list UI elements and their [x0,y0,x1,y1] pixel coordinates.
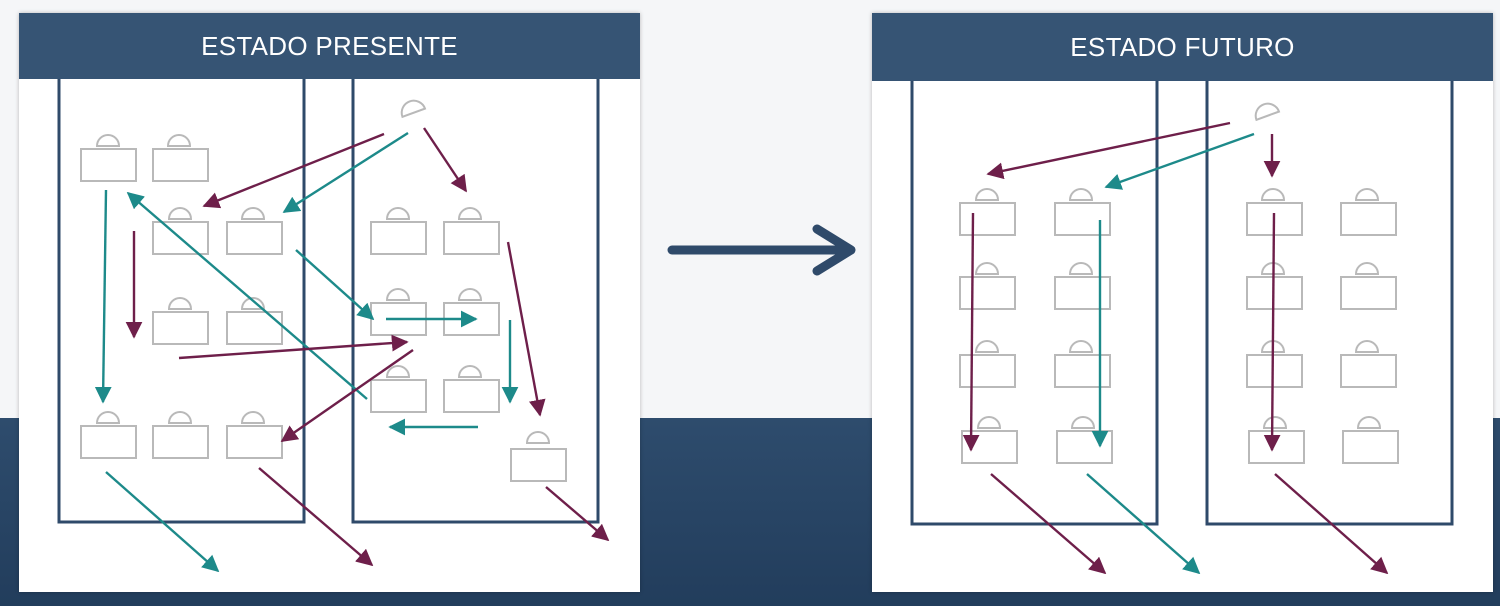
desk-icon [80,411,137,459]
flow-arrow-teal [105,471,220,573]
flow-arrow-teal [282,131,409,214]
arrow-right-icon [667,224,856,276]
desk-icon [1248,416,1305,464]
flow-arrow-plum [423,127,467,193]
room-future-right [1205,81,1454,526]
desk-icon [510,431,567,482]
flow-arrow-teal [126,191,368,400]
flow-arrow-plum [178,334,409,360]
flow-arrow-teal [295,249,375,321]
panel-estado-presente: ESTADO PRESENTE [19,13,640,592]
flow-arrow-teal [1086,473,1201,575]
desk-icon [443,288,500,336]
desk-icon [959,188,1016,236]
flow-arrow-teal [1104,132,1255,190]
desk-icon [370,207,427,255]
flow-arrow-teal [94,189,112,404]
desk-icon [226,411,283,459]
desk-icon [1340,188,1397,236]
flow-arrow-plum [986,121,1231,180]
desk-icon [1342,416,1399,464]
desk-icon [443,207,500,255]
flow-arrow-plum [280,349,414,442]
person-icon [400,99,427,119]
desk-icon [226,207,283,255]
desk-icon [152,297,209,345]
desk-icon [370,288,427,336]
panel-title-presente: ESTADO PRESENTE [19,13,640,79]
flow-arrow-plum [1263,212,1281,452]
flow-arrow-plum [962,212,980,452]
desk-icon [152,134,209,182]
flow-arrow-plum [506,241,546,417]
desk-icon [80,134,137,182]
room-future-left [910,81,1159,526]
desk-icon [1054,340,1111,388]
flow-arrow-plum [1274,473,1389,575]
panel-title-futuro: ESTADO FUTURO [872,13,1493,81]
desk-icon [959,340,1016,388]
desk-icon [1054,188,1111,236]
desk-icon [152,207,209,255]
desk-icon [1056,416,1113,464]
flow-arrow-plum [990,473,1107,575]
flow-arrow-plum [202,132,385,209]
desk-icon [1054,262,1111,310]
desk-icon [226,297,283,345]
desk-icon [152,411,209,459]
flow-arrow-plum [545,486,610,542]
room-present-left [57,79,306,524]
desk-icon [959,262,1016,310]
desk-icon [1246,340,1303,388]
flow-arrow-plum [258,467,374,567]
person-icon [1254,102,1281,122]
desk-icon [370,365,427,413]
desk-icon [1340,340,1397,388]
desk-icon [443,365,500,413]
desk-icon [1340,262,1397,310]
